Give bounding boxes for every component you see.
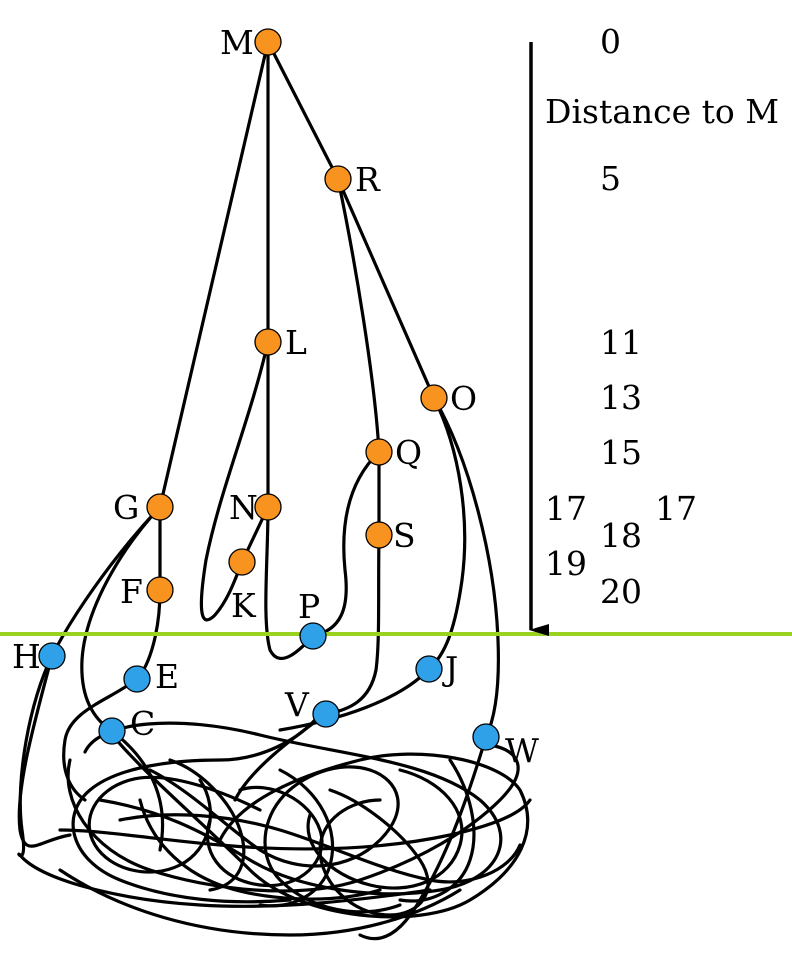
edge-g-c [80, 505, 162, 733]
edge-q-p [311, 450, 381, 638]
label-s: S [393, 516, 416, 555]
node-c [98, 717, 126, 745]
tick-17-left: 17 [545, 489, 587, 528]
edge-l-k [199, 340, 270, 622]
node-r [324, 165, 352, 193]
edge-m-g [158, 40, 270, 509]
node-n [254, 493, 282, 521]
edge-h-tangle2 [18, 853, 432, 908]
tick-15: 15 [600, 433, 642, 472]
tick-11: 11 [600, 323, 642, 362]
label-h: H [12, 637, 41, 676]
node-labels: M R L O Q G N S K F P H E J V C W [12, 23, 539, 770]
distance-scale: Distance to M 0 5 11 13 15 17 17 18 19 2… [545, 22, 779, 611]
node-k [228, 548, 256, 576]
node-l [254, 328, 282, 356]
label-f: F [120, 572, 143, 611]
edge-s-v [324, 533, 381, 716]
label-o: O [450, 379, 477, 418]
node-m [254, 28, 282, 56]
edge-r-q [336, 177, 381, 454]
label-v: V [284, 685, 310, 724]
edge-o-w [432, 396, 500, 739]
label-w: W [505, 731, 539, 770]
node-v [312, 700, 340, 728]
node-g [146, 493, 174, 521]
label-l: L [285, 323, 307, 362]
label-p: P [298, 587, 320, 626]
unexplored-tangle [58, 712, 532, 919]
label-q: Q [395, 433, 422, 472]
graph-nodes [38, 28, 500, 751]
edge-n-p [264, 505, 315, 660]
node-q [365, 438, 393, 466]
axis-title: Distance to M [545, 92, 779, 131]
tick-18: 18 [600, 516, 642, 555]
node-f [146, 576, 174, 604]
edge-h-tangle [17, 654, 72, 848]
node-o [420, 384, 448, 412]
tick-0: 0 [600, 22, 621, 61]
node-w [472, 723, 500, 751]
tick-20: 20 [600, 572, 642, 611]
node-p [299, 622, 327, 650]
edge-c-tangle [110, 729, 165, 852]
label-c: C [130, 704, 155, 743]
node-e [123, 665, 151, 693]
tick-17-right: 17 [655, 489, 697, 528]
node-h [38, 642, 66, 670]
node-s [365, 521, 393, 549]
edge-m-r [266, 40, 340, 181]
tick-19: 19 [545, 544, 587, 583]
label-r: R [355, 160, 381, 199]
edge-j-tangle [278, 667, 431, 732]
label-j: J [442, 649, 458, 688]
label-n: N [229, 488, 258, 527]
label-e: E [155, 657, 179, 696]
graph-edges [17, 40, 500, 941]
node-j [415, 655, 443, 683]
tick-13: 13 [600, 378, 642, 417]
edge-r-o [336, 177, 436, 400]
edge-tangle-bottom [58, 868, 462, 937]
edge-e-tangle [62, 677, 139, 802]
label-g: G [113, 488, 139, 527]
tick-5: 5 [600, 159, 621, 198]
edge-g-h [17, 505, 162, 858]
label-m: M [220, 23, 254, 62]
edge-o-j [427, 396, 467, 671]
label-k: K [231, 586, 257, 625]
